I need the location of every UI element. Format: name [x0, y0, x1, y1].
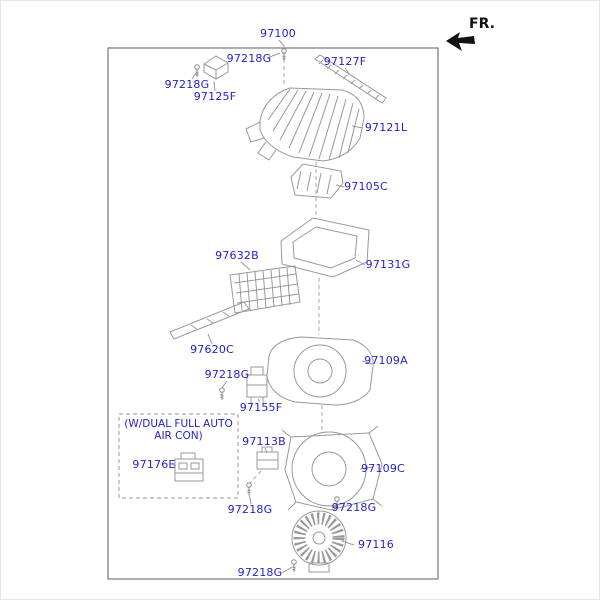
part-label-97632b[interactable]: 97632B [215, 249, 259, 262]
part-art-97125f [203, 55, 229, 80]
part-label-97218g-4[interactable]: 97218G [227, 503, 273, 516]
screw-icon [281, 48, 287, 62]
part-label-97155f[interactable]: 97155F [239, 401, 283, 414]
part-art-97620c [169, 301, 250, 340]
dual-aircon-note: (W/DUAL FULL AUTO AIR CON) [120, 418, 237, 442]
part-label-97218g-6[interactable]: 97218G [237, 566, 283, 579]
dual-aircon-note-box [118, 413, 239, 499]
part-label-97127f[interactable]: 97127F [323, 55, 367, 68]
assembly-axis-lines [249, 45, 323, 517]
part-art-97105c [290, 163, 344, 199]
part-label-97218g-5[interactable]: 97218G [331, 501, 377, 514]
part-label-97105c[interactable]: 97105C [344, 180, 388, 193]
part-label-97176e[interactable]: 97176E [132, 458, 176, 471]
part-label-97113b[interactable]: 97113B [242, 435, 286, 448]
part-art-97109c [281, 425, 383, 511]
part-art-97155f [246, 366, 268, 403]
part-art-97632b [229, 265, 301, 314]
part-art-97116 [291, 510, 347, 573]
fr-direction-label: FR. [469, 16, 495, 32]
part-label-97131g[interactable]: 97131G [365, 258, 411, 271]
diagram-frame [107, 47, 439, 580]
leader-lines [172, 39, 374, 574]
screw-icon [219, 387, 225, 401]
part-label-97125f[interactable]: 97125F [193, 90, 237, 103]
part-label-97100[interactable]: 97100 [260, 27, 296, 40]
screw-icon [291, 559, 297, 573]
part-art-97109a [266, 336, 374, 406]
screw-icon [194, 64, 200, 78]
part-label-97218g-2[interactable]: 97218G [164, 78, 210, 91]
note-line-1: (W/DUAL FULL AUTO [124, 418, 233, 430]
part-label-97116[interactable]: 97116 [358, 538, 394, 551]
part-label-97109a[interactable]: 97109A [364, 354, 408, 367]
note-line-2: AIR CON) [154, 430, 203, 442]
part-art-97113b [256, 446, 279, 470]
part-art-97127f [314, 54, 387, 104]
screw-icon [246, 482, 252, 496]
part-art-97131g [280, 217, 370, 278]
part-art-97121l [245, 87, 365, 162]
part-label-97109c[interactable]: 97109C [361, 462, 405, 475]
part-label-97218g-3[interactable]: 97218G [204, 368, 250, 381]
part-label-97121l[interactable]: 97121L [364, 121, 408, 134]
part-art-97176e [174, 452, 204, 482]
fr-arrow-icon [446, 32, 475, 51]
part-label-97218g-1[interactable]: 97218G [226, 52, 272, 65]
part-label-97620c[interactable]: 97620C [190, 343, 234, 356]
